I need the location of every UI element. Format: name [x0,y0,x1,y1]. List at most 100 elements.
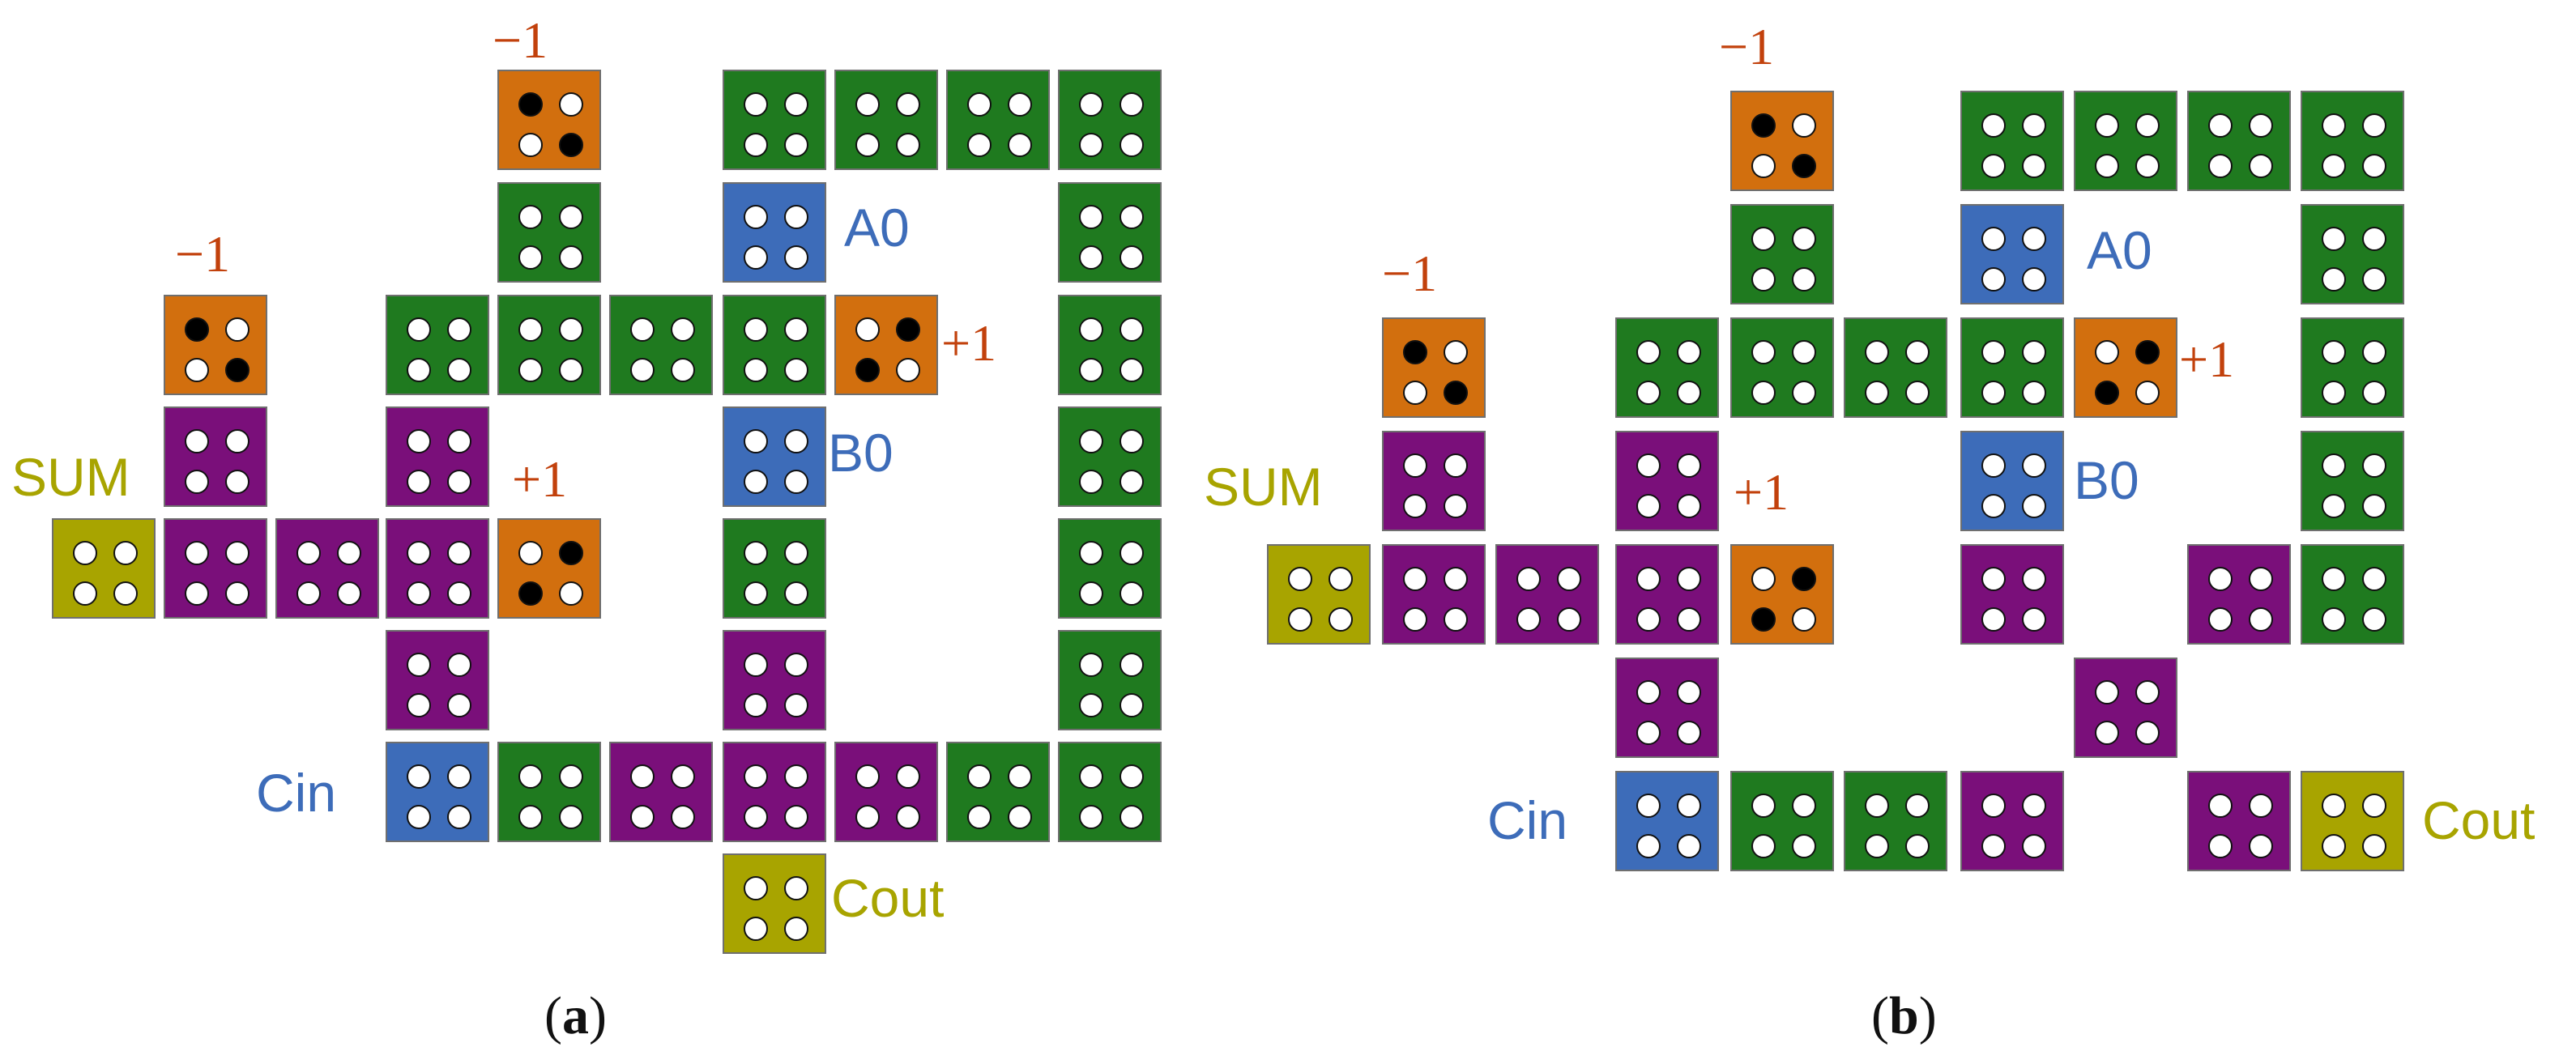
empty-dot [1677,453,1701,478]
empty-dot [1751,567,1776,591]
panel-b-label-sum: SUM [1204,457,1323,517]
empty-dot [967,92,992,117]
empty-dot [1079,358,1103,382]
empty-dot [1120,205,1144,229]
empty-dot [518,133,543,157]
empty-dot [784,133,808,157]
panel-a-green-cell [723,70,826,170]
empty-dot [1079,92,1103,117]
panel-a-orange-cell [834,295,938,395]
empty-dot [447,581,471,606]
empty-dot [2362,340,2386,364]
empty-dot [2208,794,2233,818]
empty-dot [1981,567,2006,591]
empty-dot [2022,834,2046,858]
empty-dot [855,764,880,789]
panel-b-blue-cell [1960,431,2064,531]
empty-dot [784,581,808,606]
panel-b-blue-cell [1615,771,1719,871]
empty-dot [744,805,768,829]
empty-dot [1008,92,1032,117]
empty-dot [1403,453,1427,478]
panel-a-green-cell [497,295,601,395]
panel-a-purple-cell [609,742,713,842]
empty-dot [407,541,431,565]
empty-dot [784,917,808,941]
empty-dot [896,805,920,829]
empty-dot [296,541,321,565]
empty-dot [630,764,655,789]
panel-a-purple-cell [164,518,267,619]
panel-b-purple-cell [1382,544,1486,645]
empty-dot [2322,154,2346,178]
empty-dot [518,205,543,229]
panel-b-green-cell [2301,317,2404,418]
panel-a-blue-cell [386,742,489,842]
empty-dot [1865,340,1889,364]
filled-dot [896,317,920,342]
panel-a-green-cell [1058,182,1162,283]
panel-b-green-cell [1730,317,1834,418]
empty-dot [1792,227,1816,251]
empty-dot [2322,113,2346,138]
empty-dot [2022,227,2046,251]
empty-dot [1981,834,2006,858]
empty-dot [113,581,138,606]
panel-a-purple-cell [834,742,938,842]
empty-dot [671,805,695,829]
empty-dot [1677,794,1701,818]
empty-dot [1636,567,1661,591]
empty-dot [630,358,655,382]
empty-dot [1751,154,1776,178]
empty-dot [2022,381,2046,405]
panel-a-green-cell [1058,70,1162,170]
empty-dot [447,653,471,677]
empty-dot [744,764,768,789]
panel-b-green-cell [1844,317,1947,418]
panel-a-label-b0: B0 [828,423,893,483]
empty-dot [2208,113,2233,138]
filled-dot [1403,340,1427,364]
empty-dot [744,581,768,606]
panel-a-label-minus-1: −1 [175,225,231,283]
empty-dot [784,205,808,229]
panel-b-green-cell [1730,771,1834,871]
empty-dot [1677,680,1701,704]
empty-dot [2362,834,2386,858]
panel-a-caption: (a) [544,986,607,1045]
panel-b-orange-cell [1730,91,1834,191]
empty-dot [1079,429,1103,453]
empty-dot [407,429,431,453]
empty-dot [1905,340,1930,364]
panel-b-green-cell [2187,91,2291,191]
empty-dot [1403,567,1427,591]
empty-dot [185,541,209,565]
empty-dot [784,876,808,900]
empty-dot [784,653,808,677]
empty-dot [447,693,471,717]
panel-b-purple-cell [1495,544,1599,645]
panel-b-label-a0: A0 [2087,220,2152,280]
panel-b-purple-cell [2074,658,2177,758]
panel-b-label-plus-1: +1 [1734,463,1789,521]
empty-dot [896,92,920,117]
empty-dot [1557,607,1581,632]
empty-dot [1636,680,1661,704]
empty-dot [407,653,431,677]
empty-dot [73,581,97,606]
empty-dot [2135,113,2160,138]
empty-dot [1120,581,1144,606]
empty-dot [1636,834,1661,858]
empty-dot [1677,494,1701,518]
panel-b-purple-cell [1615,431,1719,531]
panel-a-purple-cell [386,406,489,507]
empty-dot [1403,381,1427,405]
panel-b-blue-cell [1960,204,2064,304]
panel-b-green-cell [1960,91,2064,191]
empty-dot [1677,834,1701,858]
empty-dot [2135,381,2160,405]
panel-b-label-minus-1: −1 [1382,245,1438,302]
empty-dot [559,205,583,229]
empty-dot [630,805,655,829]
panel-a-green-cell [834,70,938,170]
